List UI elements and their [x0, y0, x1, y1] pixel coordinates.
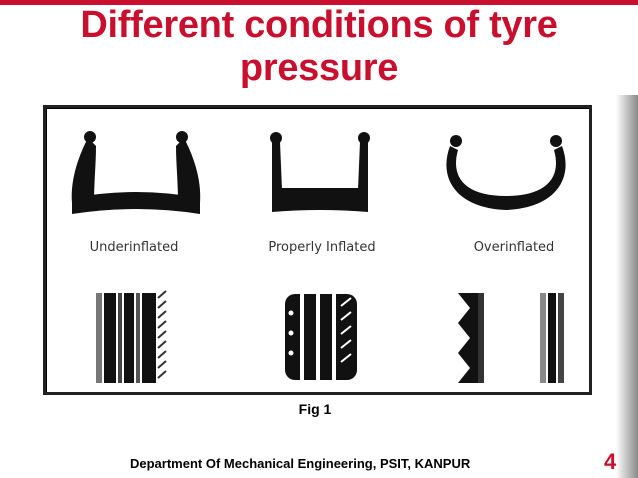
- tyre-pressure-figure: Underinflated Properly Inflated Overinfl…: [43, 105, 592, 395]
- properly-inflated-tread-pattern: [285, 294, 357, 380]
- underinflated-tyre-shape: [71, 131, 201, 214]
- label-underinflated: Underinflated: [90, 240, 179, 255]
- label-properly-inflated: Properly Inflated: [268, 240, 375, 255]
- overinflated-tread-pattern: [458, 293, 564, 383]
- properly-inflated-tyre-shape: [270, 132, 370, 212]
- underinflated-tread-pattern: [96, 290, 167, 383]
- overinflated-tyre-shape: [446, 135, 566, 210]
- tyre-diagram: Underinflated Properly Inflated Overinfl…: [71, 131, 566, 383]
- figure-caption: Fig 1: [298, 401, 332, 417]
- footer-department: Department Of Mechanical Engineering, PS…: [130, 456, 471, 471]
- page-number: 4: [604, 449, 617, 474]
- right-edge-shadow: [616, 95, 638, 478]
- label-overinflated: Overinflated: [474, 240, 555, 255]
- slide-title: Different conditions of tyre pressure: [80, 4, 558, 89]
- top-accent-bar: [0, 0, 638, 5]
